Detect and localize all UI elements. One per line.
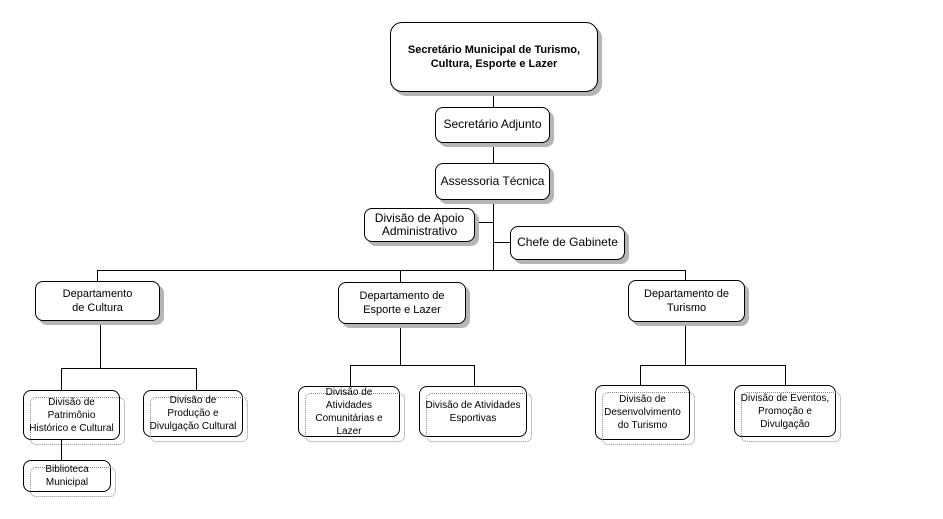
node-div-comunitarias: Divisão de Atividades Comunitárias e Laz… <box>298 386 405 442</box>
node-label: Divisão de Atividades Esportivas <box>425 399 521 424</box>
node-div-esportivas: Divisão de Atividades Esportivas <box>419 386 532 442</box>
node-apoio: Divisão de Apoio Administrativo <box>364 208 475 242</box>
node-label: Divisão de Atividades Comunitárias e Laz… <box>315 386 383 437</box>
node-chefe: Chefe de Gabinete <box>510 226 625 260</box>
node-dep-turismo: Departamento de Turismo <box>628 280 745 322</box>
connector <box>350 365 351 386</box>
node-label: Secretário Municipal de Turismo, Cultura… <box>407 43 581 70</box>
node-label: Departamento de Turismo <box>644 287 729 314</box>
connector <box>61 368 196 369</box>
connector-chefe <box>493 242 510 243</box>
node-secretario: Secretário Municipal de Turismo, Cultura… <box>390 22 598 92</box>
node-label: Assessoria Técnica <box>440 173 545 188</box>
connector <box>474 365 475 386</box>
connector <box>97 270 98 281</box>
connector <box>685 322 686 365</box>
connector <box>400 270 401 282</box>
node-dep-cultura: Departamento de Cultura <box>35 281 160 321</box>
node-label: Departamento de Cultura <box>62 287 133 314</box>
node-div-producao: Divisão de Produção e Divulgação Cultura… <box>143 390 248 442</box>
connector <box>196 368 197 390</box>
connector-departments <box>97 270 685 271</box>
node-dep-esporte: Departamento de Esporte e Lazer <box>338 282 466 324</box>
node-label: Divisão de Patrimônio Histórico e Cultur… <box>29 396 114 434</box>
node-biblioteca: Biblioteca Municipal <box>23 460 116 497</box>
connector-apoio <box>475 222 493 223</box>
node-label: Divisão de Desenvolvimento do Turismo <box>604 394 681 431</box>
connector <box>685 270 686 280</box>
node-label: Divisão de Eventos, Promoção e Divulgaçã… <box>740 392 830 430</box>
node-div-desenvolvimento: Divisão de Desenvolvimento do Turismo <box>595 385 695 445</box>
connector <box>640 365 785 366</box>
node-label: Departamento de Esporte e Lazer <box>359 289 445 316</box>
connector <box>61 440 62 460</box>
node-adjunto: Secretário Adjunto <box>435 107 550 143</box>
connector <box>350 365 474 366</box>
node-assessoria: Assessoria Técnica <box>435 163 550 200</box>
node-label: Divisão de Apoio Administrativo <box>374 210 465 238</box>
connector <box>61 368 62 390</box>
connector <box>785 365 786 385</box>
node-label: Biblioteca Municipal <box>45 464 89 488</box>
connector <box>400 324 401 365</box>
node-div-eventos: Divisão de Eventos, Promoção e Divulgaçã… <box>734 385 841 442</box>
node-div-patrimonio: Divisão de Patrimônio Histórico e Cultur… <box>23 390 125 445</box>
node-label: Chefe de Gabinete <box>517 235 618 250</box>
node-label: Secretário Adjunto <box>443 117 542 132</box>
connector <box>100 321 101 368</box>
node-label: Divisão de Produção e Divulgação Cultura… <box>149 395 237 432</box>
connector <box>640 365 641 385</box>
